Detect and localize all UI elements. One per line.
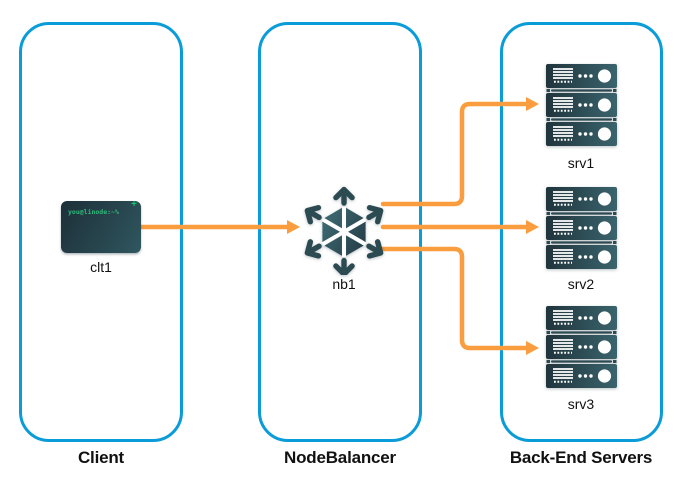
backend-group-label: Back-End Servers bbox=[509, 448, 653, 467]
client-group-label: Client bbox=[77, 448, 125, 467]
node-label-srv2: srv2 bbox=[567, 276, 595, 292]
backend-group-box bbox=[500, 22, 663, 442]
node-label-clt1: clt1 bbox=[90, 259, 112, 275]
server-stack-icon-srv3 bbox=[546, 306, 617, 388]
terminal-plus-icon: + bbox=[131, 199, 137, 210]
client-group-box bbox=[19, 22, 183, 442]
nodebalancer-hexagon-spokes bbox=[321, 206, 367, 257]
nodebalancer-group-label: NodeBalancer bbox=[284, 448, 396, 467]
server-stack-icon-srv2 bbox=[546, 187, 617, 269]
nodebalancer-group-box bbox=[258, 22, 422, 442]
node-label-srv1: srv1 bbox=[567, 155, 595, 171]
node-label-srv3: srv3 bbox=[567, 396, 595, 412]
node-label-nb1: nb1 bbox=[332, 276, 356, 292]
terminal-icon: you@linode:~% + bbox=[61, 199, 141, 253]
nodebalancer-icon bbox=[299, 185, 389, 275]
server-stack-icon-srv1 bbox=[546, 64, 617, 146]
terminal-prompt-text: you@linode:~% bbox=[68, 208, 119, 216]
